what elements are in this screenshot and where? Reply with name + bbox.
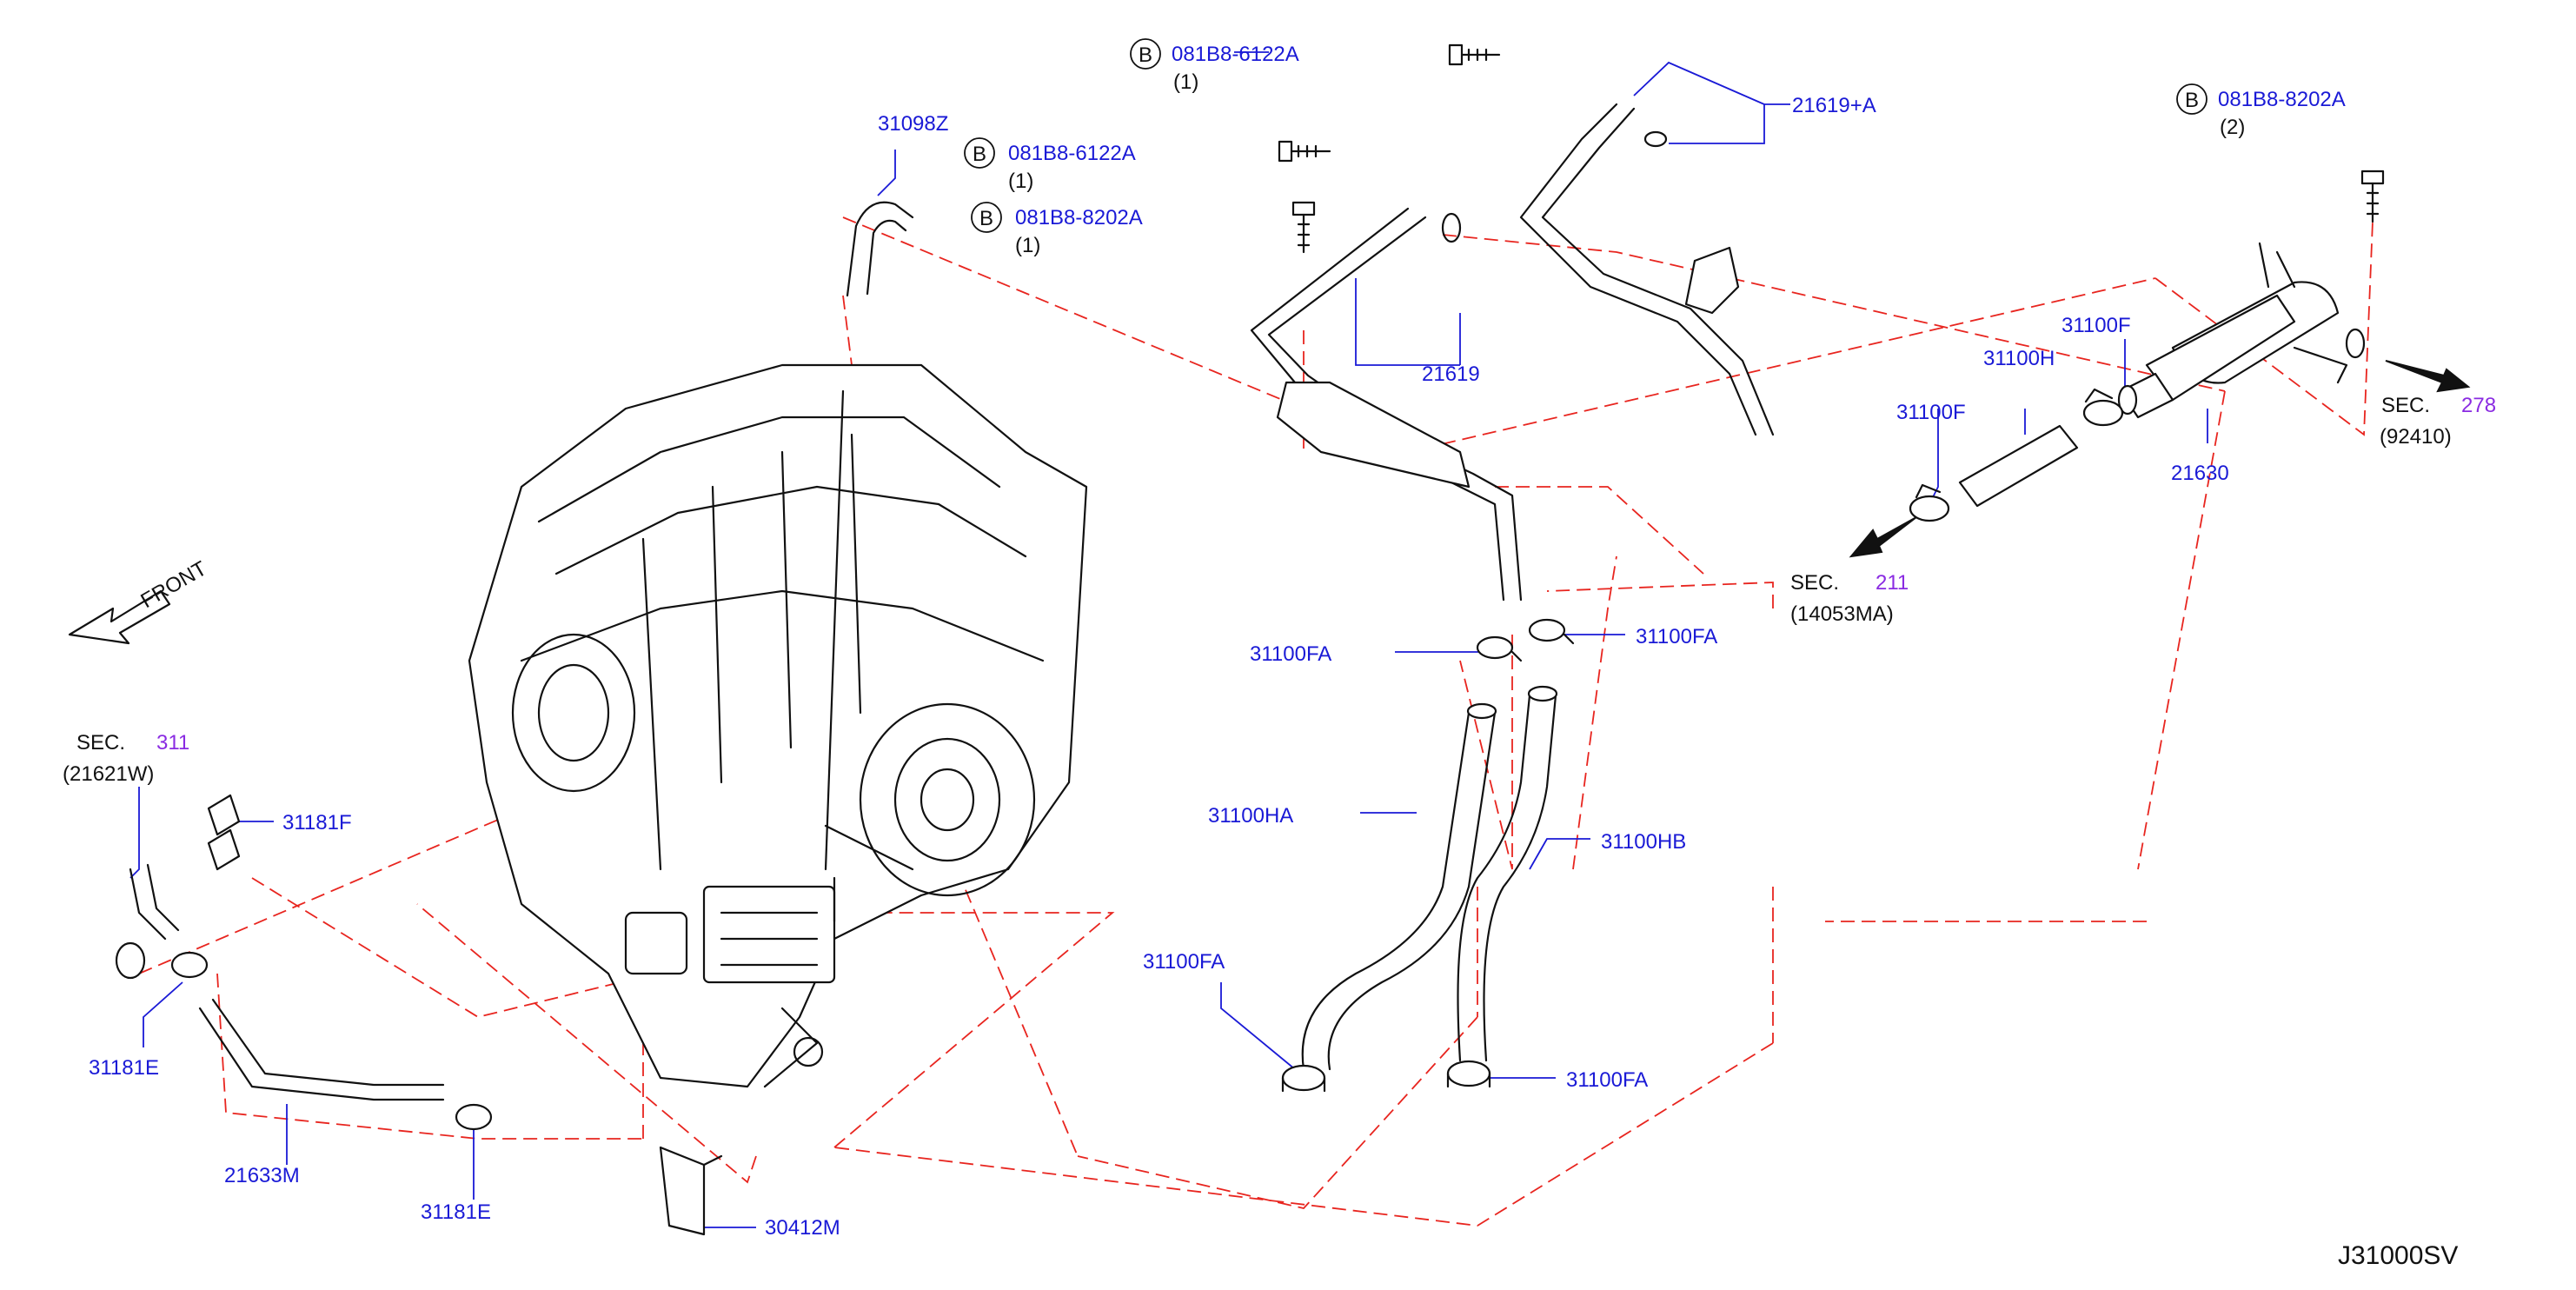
bolt-081b8-6122a-mid bbox=[1278, 140, 1331, 163]
clamp-31100fa-left bbox=[1476, 635, 1523, 662]
clamp-31181e-bottom bbox=[455, 1103, 493, 1131]
label-bolt2-qty: (1) bbox=[1008, 170, 1033, 193]
clamp-31181f bbox=[207, 794, 241, 871]
label-31181e-bottom: 31181E bbox=[421, 1200, 491, 1224]
clamp-31100fa-bottom-right bbox=[1446, 1060, 1491, 1088]
bolt-081b8-6122a-top bbox=[1448, 43, 1501, 66]
label-bolt3-pn: 081B8-8202A bbox=[1015, 206, 1143, 229]
clamp-31100fa-bottom-left bbox=[1281, 1064, 1326, 1093]
label-bolt1-pn: 081B8-6122A bbox=[1172, 43, 1299, 66]
breather-hose-31098z bbox=[846, 201, 914, 297]
label-bolt4-qty: (2) bbox=[2220, 116, 2245, 139]
ref-sec278: SEC. 278 (92410) bbox=[2380, 394, 2496, 449]
bolt-081b8-8202a-left bbox=[1291, 201, 1316, 254]
label-31181e-top: 31181E bbox=[89, 1056, 159, 1080]
bolt-081b8-8202a-right bbox=[2360, 170, 2385, 223]
pipe-bracket-21619a bbox=[1684, 246, 1740, 315]
label-31100fa-right: 31100FA bbox=[1636, 625, 1717, 648]
leader-lines bbox=[129, 51, 2208, 1228]
label-31181f: 31181F bbox=[282, 811, 352, 835]
clamp-31100f-top bbox=[2082, 388, 2124, 427]
sec311-num: 311 bbox=[156, 731, 189, 755]
front-label: FRONT bbox=[137, 556, 211, 613]
sec211-code: (14053MA) bbox=[1790, 602, 1894, 626]
callout-bolt2: B 081B8-6122A (1) bbox=[964, 137, 1136, 193]
label-bolt1-qty: (1) bbox=[1173, 70, 1198, 94]
label-31100f-top: 31100F bbox=[2061, 314, 2131, 337]
sec211-num: 211 bbox=[1876, 571, 1909, 595]
sec278-sec: SEC. bbox=[2381, 394, 2430, 417]
bolt-marker: B bbox=[2185, 89, 2199, 112]
callout-bolt4: B 081B8-8202A (2) bbox=[2176, 83, 2346, 139]
label-31100hb: 31100HB bbox=[1601, 830, 1686, 854]
label-31100f-left: 31100F bbox=[1896, 401, 1966, 424]
bolt-marker: B bbox=[979, 207, 993, 230]
o-ring-21619a bbox=[1643, 130, 1668, 148]
label-31100fa-bottom-left: 31100FA bbox=[1143, 950, 1225, 974]
transmission-assembly bbox=[468, 363, 1088, 1088]
sec278-code: (92410) bbox=[2380, 425, 2452, 449]
clamp-31181e-top bbox=[170, 951, 209, 979]
oil-cooler-21630 bbox=[2117, 242, 2366, 419]
sec311-code: (21621W) bbox=[63, 762, 154, 786]
ref-sec211: SEC. 211 (14053MA) bbox=[1790, 571, 1909, 626]
hose-31100h bbox=[1958, 424, 2079, 508]
banjo-fitting-sec311 bbox=[115, 941, 146, 980]
sec311-sec: SEC. bbox=[76, 731, 125, 755]
label-bolt3-qty: (1) bbox=[1015, 234, 1040, 257]
hose-21633m bbox=[198, 998, 445, 1101]
front-direction-arrow bbox=[68, 589, 171, 645]
label-21633m: 21633M bbox=[224, 1164, 300, 1187]
label-31100fa-left: 31100FA bbox=[1250, 642, 1331, 666]
hose-31100hb bbox=[1457, 694, 1557, 1062]
sec278-arrow bbox=[2385, 360, 2471, 393]
oil-pipe-21619a bbox=[1519, 103, 1775, 436]
label-21619a: 21619+A bbox=[1792, 94, 1876, 117]
sec211-arrow bbox=[1849, 516, 1917, 558]
hose-31100ha bbox=[1301, 711, 1497, 1071]
hose-31100hb-end bbox=[1527, 685, 1558, 702]
hose-31100ha-end bbox=[1466, 702, 1497, 720]
callout-bolt1: B 081B8-6122A (1) bbox=[1130, 38, 1299, 94]
label-21630: 21630 bbox=[2171, 462, 2229, 485]
label-31098z: 31098Z bbox=[878, 112, 948, 136]
clamp-31100fa-right bbox=[1528, 618, 1575, 645]
sec278-num: 278 bbox=[2461, 394, 2496, 417]
sec211-sec: SEC. bbox=[1790, 571, 1839, 595]
label-31100ha: 31100HA bbox=[1208, 804, 1293, 828]
o-ring-21619 bbox=[1441, 212, 1462, 243]
hose-sec311 bbox=[129, 863, 180, 941]
clamp-31100f-left bbox=[1909, 483, 1950, 522]
label-bolt2-pn: 081B8-6122A bbox=[1008, 142, 1136, 165]
bolt-marker: B bbox=[1139, 43, 1152, 67]
pipe-bracket-21619 bbox=[1276, 381, 1471, 489]
label-31100fa-bottom-right: 31100FA bbox=[1566, 1068, 1648, 1092]
diagram-code: J31000SV bbox=[2338, 1241, 2458, 1270]
bolt-marker: B bbox=[973, 143, 986, 166]
ref-sec311: SEC. 311 (21621W) bbox=[63, 731, 189, 786]
bracket-30412m bbox=[659, 1146, 723, 1236]
label-21619: 21619 bbox=[1422, 362, 1480, 386]
label-30412m: 30412M bbox=[765, 1216, 840, 1240]
callout-bolt3: B 081B8-8202A (1) bbox=[971, 202, 1143, 257]
label-bolt4-pn: 081B8-8202A bbox=[2218, 88, 2346, 111]
label-31100h: 31100H bbox=[1983, 347, 2055, 370]
